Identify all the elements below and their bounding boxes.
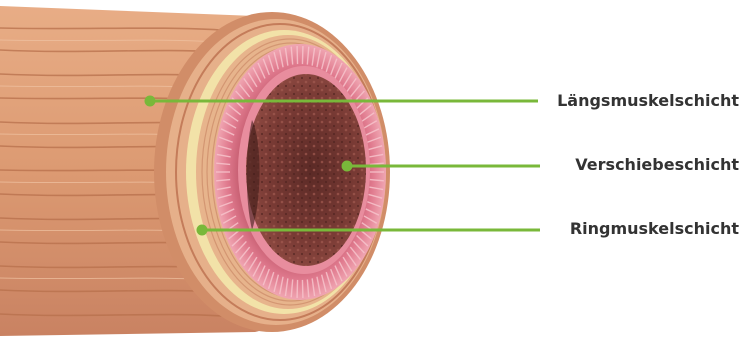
label-circular-muscle-layer: Ringmuskelschicht xyxy=(570,219,739,239)
leader-dot-circular xyxy=(197,225,208,236)
label-submucosa-layer: Verschiebeschicht xyxy=(575,155,739,175)
leader-dot-submucosa xyxy=(342,161,353,172)
leader-dot-longitudinal xyxy=(145,96,156,107)
label-longitudinal-muscle-layer: Längsmuskelschicht xyxy=(557,91,739,111)
